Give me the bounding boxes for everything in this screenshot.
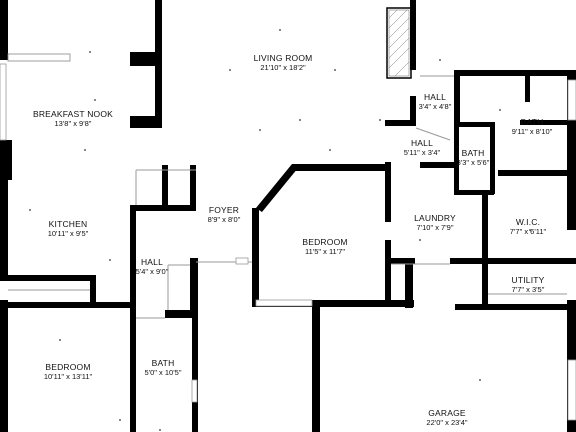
room-dimensions: 7'7" x 3'5" (511, 285, 545, 294)
room-bedroom-left: BEDROOM 10'11" x 13'11" (44, 362, 92, 382)
room-name: BEDROOM (302, 237, 348, 247)
room-name: W.I.C. (515, 217, 541, 227)
room-bath-small: BATH 3'3" x 5'6" (457, 148, 490, 168)
room-dimensions: 5'11" x 3'4" (403, 148, 441, 157)
room-name: FOYER (208, 205, 240, 215)
room-dimensions: 8'9" x 8'0" (207, 215, 241, 224)
room-dimensions: 5'0" x 10'5" (144, 368, 182, 377)
room-foyer: FOYER 8'9" x 8'0" (208, 205, 241, 225)
room-name: HALL (410, 138, 434, 148)
room-dimensions: 10'11" x 9'5" (47, 229, 89, 238)
room-name: BATH (520, 117, 544, 127)
room-name: LAUNDRY (414, 213, 456, 223)
room-bedroom-center: BEDROOM 11'5" x 11'7" (302, 237, 347, 257)
room-dimensions: 21'10" x 18'2" (260, 63, 306, 72)
room-laundry: LAUNDRY 7'10" x 7'9" (414, 213, 456, 233)
window-garage (567, 359, 576, 421)
room-utility: UTILITY 7'7" x 3'5" (511, 275, 544, 295)
room-name: BATH (151, 358, 175, 368)
breakfast-nook-counter (7, 53, 71, 62)
room-name: HALL (423, 92, 447, 102)
room-dimensions: 7'7" x 6'11" (509, 227, 547, 236)
room-garage: GARAGE 22'0" x 23'4" (426, 408, 467, 428)
room-dimensions: 7'10" x 7'9" (416, 223, 454, 232)
window-breakfast-nook (0, 63, 7, 141)
room-bath-right: BATH 9'11" x 8'10" (512, 117, 553, 137)
fireplace (386, 7, 412, 79)
room-wic: W.I.C. 7'7" x 6'11" (510, 217, 546, 237)
room-name: HALL (140, 257, 164, 267)
room-name: KITCHEN (48, 219, 88, 229)
window-bath (567, 79, 576, 121)
room-hall-top: HALL 3'4" x 4'8" (419, 92, 452, 112)
room-name: LIVING ROOM (253, 53, 313, 63)
room-name: UTILITY (511, 275, 545, 285)
room-name: BREAKFAST NOOK (32, 109, 114, 119)
room-bath-left: BATH 5'0" x 10'5" (145, 358, 182, 378)
room-dimensions: 13'8" x 9'8" (54, 119, 92, 128)
window-bedroom (255, 299, 313, 307)
room-dimensions: 22'0" x 23'4" (426, 418, 468, 427)
room-dimensions: 10'11" x 13'11" (43, 372, 93, 381)
room-dimensions: 3'4" x 4'8" (418, 102, 452, 111)
room-hall-mid: HALL 5'11" x 3'4" (404, 138, 440, 158)
room-name: BEDROOM (45, 362, 91, 372)
room-dimensions: 9'11" x 8'10" (511, 127, 553, 136)
room-hall-left: HALL 5'4" x 9'0" (136, 257, 169, 277)
room-name: BATH (461, 148, 485, 158)
room-dimensions: 3'3" x 5'6" (456, 158, 490, 167)
room-name: GARAGE (428, 408, 466, 418)
room-kitchen: KITCHEN 10'11" x 9'5" (48, 219, 89, 239)
room-dimensions: 5'4" x 9'0" (135, 267, 169, 276)
window-bath-left (191, 379, 198, 403)
front-door (235, 257, 249, 265)
room-dimensions: 11'5" x 11'7" (304, 247, 346, 256)
room-breakfast-nook: BREAKFAST NOOK 13'8" x 9'8" (33, 109, 113, 129)
room-living-room: LIVING ROOM 21'10" x 18'2" (254, 53, 313, 73)
